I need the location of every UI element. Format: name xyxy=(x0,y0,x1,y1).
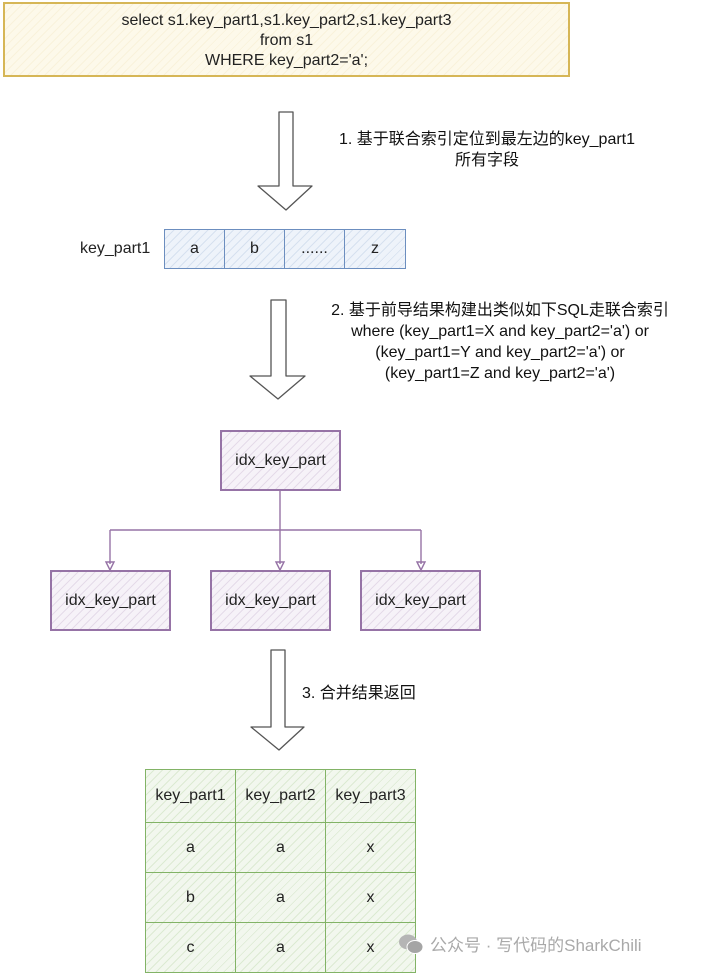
index-child-node: idx_key_part xyxy=(50,570,171,631)
table-cell: x xyxy=(325,822,416,873)
index-root-node: idx_key_part xyxy=(220,430,341,491)
table-cell: a xyxy=(145,822,236,873)
table-cell: a xyxy=(235,922,326,973)
sql-line: select s1.key_part1,s1.key_part2,s1.key_… xyxy=(121,12,452,29)
sql-line: from s1 xyxy=(259,32,314,49)
sql-query-box: select s1.key_part1,s1.key_part2,s1.key_… xyxy=(3,2,570,77)
watermark: 公众号 · 写代码的SharkChili xyxy=(398,931,642,956)
step2-note: 2. 基于前导结果构建出类似如下SQL走联合索引 where (key_part… xyxy=(300,300,700,384)
key-cell: a xyxy=(165,230,225,268)
step1-note: 1. 基于联合索引定位到最左边的key_part1 所有字段 xyxy=(312,129,662,171)
step2-line: (key_part1=Z and key_part2='a') xyxy=(384,365,616,382)
step3-line: 3. 合并结果返回 xyxy=(302,685,416,702)
step2-down-arrow xyxy=(249,299,306,400)
table-header-cell: key_part2 xyxy=(235,769,326,823)
index-child-node: idx_key_part xyxy=(210,570,331,631)
table-header-cell: key_part1 xyxy=(145,769,236,823)
key-cell: b xyxy=(225,230,285,268)
step1-down-arrow xyxy=(257,111,313,211)
sql-line: WHERE key_part2='a'; xyxy=(204,52,369,69)
index-child-node: idx_key_part xyxy=(360,570,481,631)
key-cell: ...... xyxy=(285,230,345,268)
table-cell: a xyxy=(235,872,326,923)
table-row: b a x xyxy=(145,872,416,923)
step2-line: where (key_part1=X and key_part2='a') or xyxy=(351,323,649,340)
table-header-row: key_part1 key_part2 key_part3 xyxy=(145,769,416,823)
tree-arrowhead-left xyxy=(104,561,116,572)
key-part1-values-row: a b ...... z xyxy=(164,229,406,269)
table-cell: b xyxy=(145,872,236,923)
step2-line: (key_part1=Y and key_part2='a') or xyxy=(375,344,625,361)
table-row: a a x xyxy=(145,822,416,873)
step3-note: 3. 合并结果返回 xyxy=(302,683,442,704)
key-cell: z xyxy=(371,240,379,257)
step1-line: 1. 基于联合索引定位到最左边的key_part1 xyxy=(338,131,636,148)
table-header-cell: key_part3 xyxy=(325,769,416,823)
tree-connectors xyxy=(109,491,422,564)
step2-line: 2. 基于前导结果构建出类似如下SQL走联合索引 xyxy=(331,302,669,319)
step3-down-arrow xyxy=(250,649,305,751)
table-row: c a x xyxy=(145,922,416,973)
table-cell: x xyxy=(325,872,416,923)
wechat-icon xyxy=(399,934,424,954)
key-part1-label: key_part1 xyxy=(80,240,151,257)
watermark-text: 公众号 · 写代码的SharkChili xyxy=(430,936,642,955)
result-table: key_part1 key_part2 key_part3 a a x b a … xyxy=(145,769,416,973)
step1-line: 所有字段 xyxy=(454,152,519,169)
tree-arrowhead-right xyxy=(415,561,427,572)
tree-arrowhead-middle xyxy=(274,561,286,572)
table-cell: a xyxy=(235,822,326,873)
table-cell: c xyxy=(145,922,236,973)
